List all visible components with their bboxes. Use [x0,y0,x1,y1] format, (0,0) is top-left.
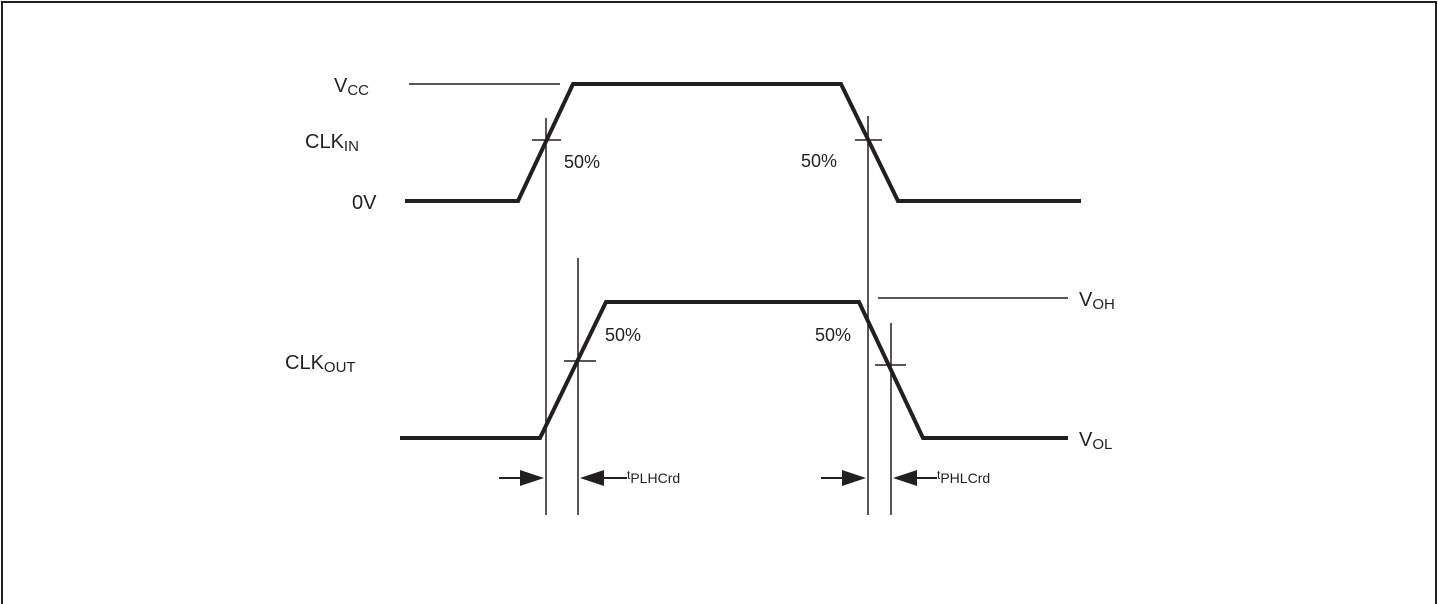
clk-in-waveform [405,82,1081,203]
tplh-right-arrow [580,470,627,486]
voh-label-main: V [1079,289,1093,311]
clk-in-label-sub: IN [344,138,359,155]
tphl-left-arrow [821,470,866,486]
tplh-label: tPLHCrd [627,468,680,486]
vol-label: VOL [1079,429,1112,453]
pct-label-clk-in-rise: 50% [564,152,600,172]
clk-in-label-main: CLK [305,131,345,153]
clk-in-label: CLKIN [305,131,359,155]
tphl-right-arrow [893,470,937,486]
tplh-left-arrow [499,470,544,486]
tphl-label-prefix: t [937,468,941,482]
vol-label-main: V [1079,429,1093,451]
pct-label-clk-in-fall: 50% [801,151,837,171]
tphl-label: tPHLCrd [937,468,990,486]
zero-v-label: 0V [352,192,377,214]
vol-label-sub: OL [1092,436,1112,453]
voh-label: VOH [1079,289,1115,313]
vcc-label-main: V [334,75,348,97]
clk-out-label-sub: OUT [324,359,356,376]
clk-out-label-main: CLK [285,352,325,374]
clk-out-label: CLKOUT [285,352,356,376]
tphl-label-sub: PHLCrd [940,470,990,486]
pct-label-clk-out-rise: 50% [605,325,641,345]
tplh-label-prefix: t [627,468,631,482]
vcc-label: VCC [334,75,369,99]
clk-out-waveform [400,300,1068,440]
vcc-label-sub: CC [347,82,369,99]
voh-label-sub: OH [1092,296,1115,313]
pct-label-clk-out-fall: 50% [815,325,851,345]
tplh-label-sub: PLHCrd [630,470,680,486]
